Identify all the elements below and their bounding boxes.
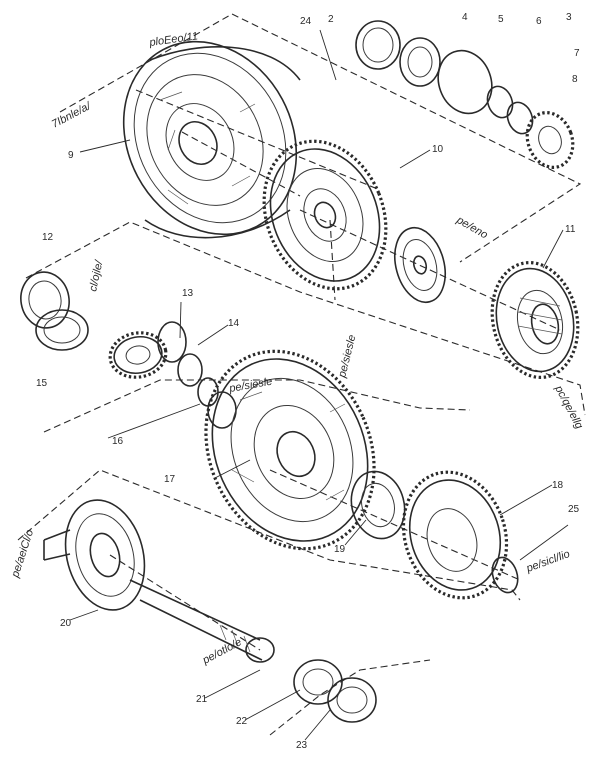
callout-15: 15: [36, 378, 48, 389]
callout-12: 12: [42, 232, 54, 243]
label-bottom-left: pe/aeiCl/o: [9, 528, 36, 580]
callout-20: 20: [60, 618, 72, 629]
callout-3: 3: [566, 12, 572, 23]
callout-11: 11: [565, 224, 576, 235]
callout-19: 19: [334, 544, 346, 555]
label-right-mid-a: pe/eno: [454, 214, 490, 242]
callout-2: 2: [328, 14, 334, 25]
label-top-left: 7Ibnle/a/: [50, 100, 94, 131]
label-small-a: pe/siesle: [227, 376, 273, 396]
seal-rings-left: [20, 271, 89, 351]
callout-25: 25: [568, 504, 580, 515]
callout-5: 5: [498, 14, 504, 25]
seal-rings-top-right: [355, 20, 575, 169]
bearings-bottom: [293, 659, 377, 723]
callout-10: 10: [432, 144, 444, 155]
gear-set-bottom-right: [350, 470, 519, 600]
callout-4: 4: [462, 12, 468, 23]
callout-14: 14: [228, 318, 240, 329]
callout-numbers: 2 3 4 5 6 7 8 9 10 11 12 13 14 15 16 17 …: [36, 12, 580, 751]
label-left-mid: cl/ojle/: [87, 259, 105, 293]
ring-gear-top: [262, 139, 388, 291]
planet-carrier: [108, 321, 237, 429]
leader-lines: [69, 29, 569, 741]
callout-24: 24: [300, 16, 312, 27]
callout-8: 8: [572, 74, 578, 85]
assembly-center-lines: [17, 13, 586, 736]
housing-drum-top: [122, 40, 301, 239]
spline-plate: [394, 226, 446, 304]
callout-7: 7: [574, 48, 580, 59]
label-center-mid: pe/siesle: [336, 334, 358, 380]
callout-22: 22: [236, 716, 248, 727]
callout-16: 16: [112, 436, 124, 447]
callout-13: 13: [182, 288, 194, 299]
housing-drum-center: [204, 349, 376, 551]
callout-17: 17: [164, 474, 176, 485]
callout-21: 21: [196, 694, 208, 705]
hub-right: [490, 260, 580, 380]
output-shaft: [43, 499, 275, 663]
callout-23: 23: [296, 740, 308, 751]
callout-9: 9: [68, 150, 74, 161]
label-top-center: ploEeo/11: [148, 30, 199, 49]
rotated-reference-labels: 7Ibnle/a/ ploEeo/11 cl/ojle/ pe/eno pe/s…: [9, 30, 585, 667]
label-bottom-right-a: pc/qe/ellg: [552, 383, 586, 432]
callout-6: 6: [536, 16, 542, 27]
callout-18: 18: [552, 480, 564, 491]
